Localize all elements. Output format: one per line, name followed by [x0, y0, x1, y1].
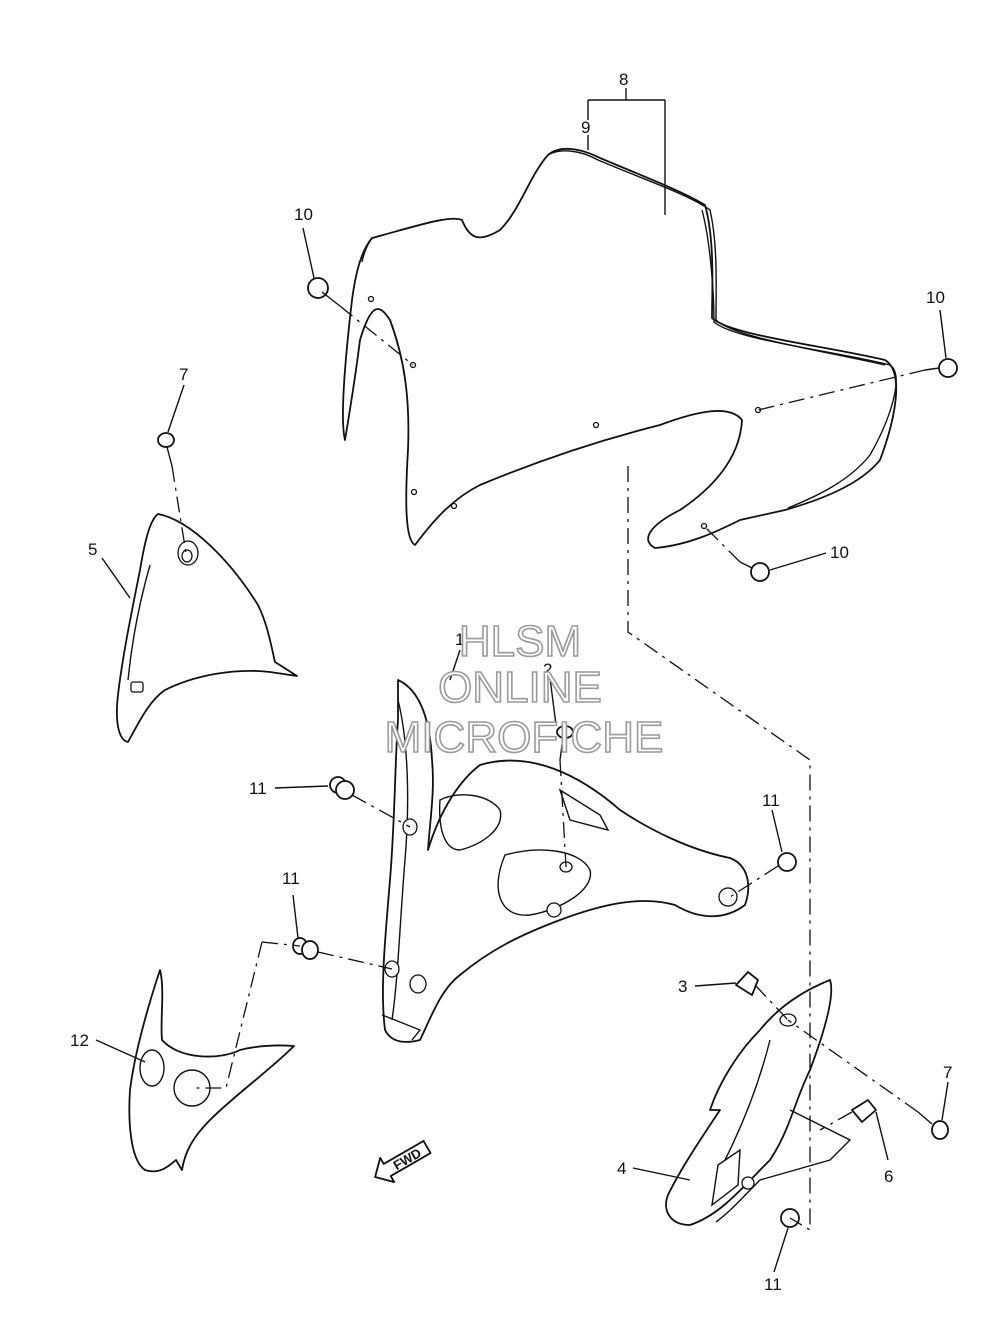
collar-11-right: [777, 852, 797, 872]
alignment-line-screw-right: [757, 369, 926, 411]
callout-10-lower: 10: [830, 543, 849, 562]
watermark-line-2: ONLINE: [438, 663, 602, 712]
callout-12: 12: [70, 1031, 89, 1050]
callout-8: 8: [619, 70, 628, 89]
callout-10-right: 10: [926, 288, 945, 307]
screw-2: [556, 725, 574, 761]
callout-3: 3: [678, 977, 687, 996]
clip-3: [735, 971, 759, 996]
callout-9: 9: [581, 118, 590, 137]
callout-11-left: 11: [249, 779, 267, 798]
alignment-line-screw7-bottom: [787, 1019, 919, 1113]
alignment-line-clip3: [754, 984, 789, 1021]
screw-7-bottom: [917, 1111, 949, 1140]
callout-7-bottom: 7: [943, 1063, 952, 1082]
windshield-trim: [701, 209, 897, 509]
alignment-line-collar-mid: [317, 951, 393, 970]
alignment-line-screw2: [559, 759, 567, 868]
left-side-cover: [115, 513, 298, 743]
callout-11-mid: 11: [282, 869, 300, 888]
alignment-line-lower-left: [192, 941, 301, 1089]
alignment-line-screw-lower: [703, 525, 741, 563]
screw-10-lower: [739, 561, 770, 582]
alignment-line-screw7-top: [171, 465, 187, 554]
forward-arrow-icon: FWD: [374, 1140, 432, 1184]
right-lower-cover: [665, 979, 852, 1226]
screw-7-top: [157, 432, 175, 467]
windshield: [342, 148, 898, 549]
alignment-line-collar-left: [351, 794, 411, 828]
screw-10-right: [924, 358, 958, 378]
watermark-line-1: HLSM: [459, 617, 581, 666]
left-lower-cover: [128, 969, 295, 1173]
callout-6: 6: [884, 1167, 893, 1186]
alignment-line-collar-right: [729, 865, 779, 898]
clip-6: [851, 1099, 877, 1123]
callout-5: 5: [88, 540, 97, 559]
callout-4: 4: [617, 1159, 626, 1178]
watermark-line-3: MICROFICHE: [385, 713, 664, 762]
callout-11-right: 11: [762, 791, 780, 810]
callout-10-left: 10: [294, 205, 313, 224]
collar-11-mid: [292, 937, 319, 960]
alignment-line-clip6: [819, 1111, 853, 1131]
callout-1: 1: [455, 630, 464, 649]
callout-11-bottom: 11: [764, 1275, 782, 1294]
callout-7-top: 7: [179, 365, 188, 384]
callout-2: 2: [543, 660, 552, 679]
watermark: HLSM ONLINE MICROFICHE: [384, 616, 664, 763]
alignment-line-screw-left: [339, 305, 414, 366]
collar-11-left: [329, 776, 355, 800]
screw-10-left: [307, 277, 341, 307]
